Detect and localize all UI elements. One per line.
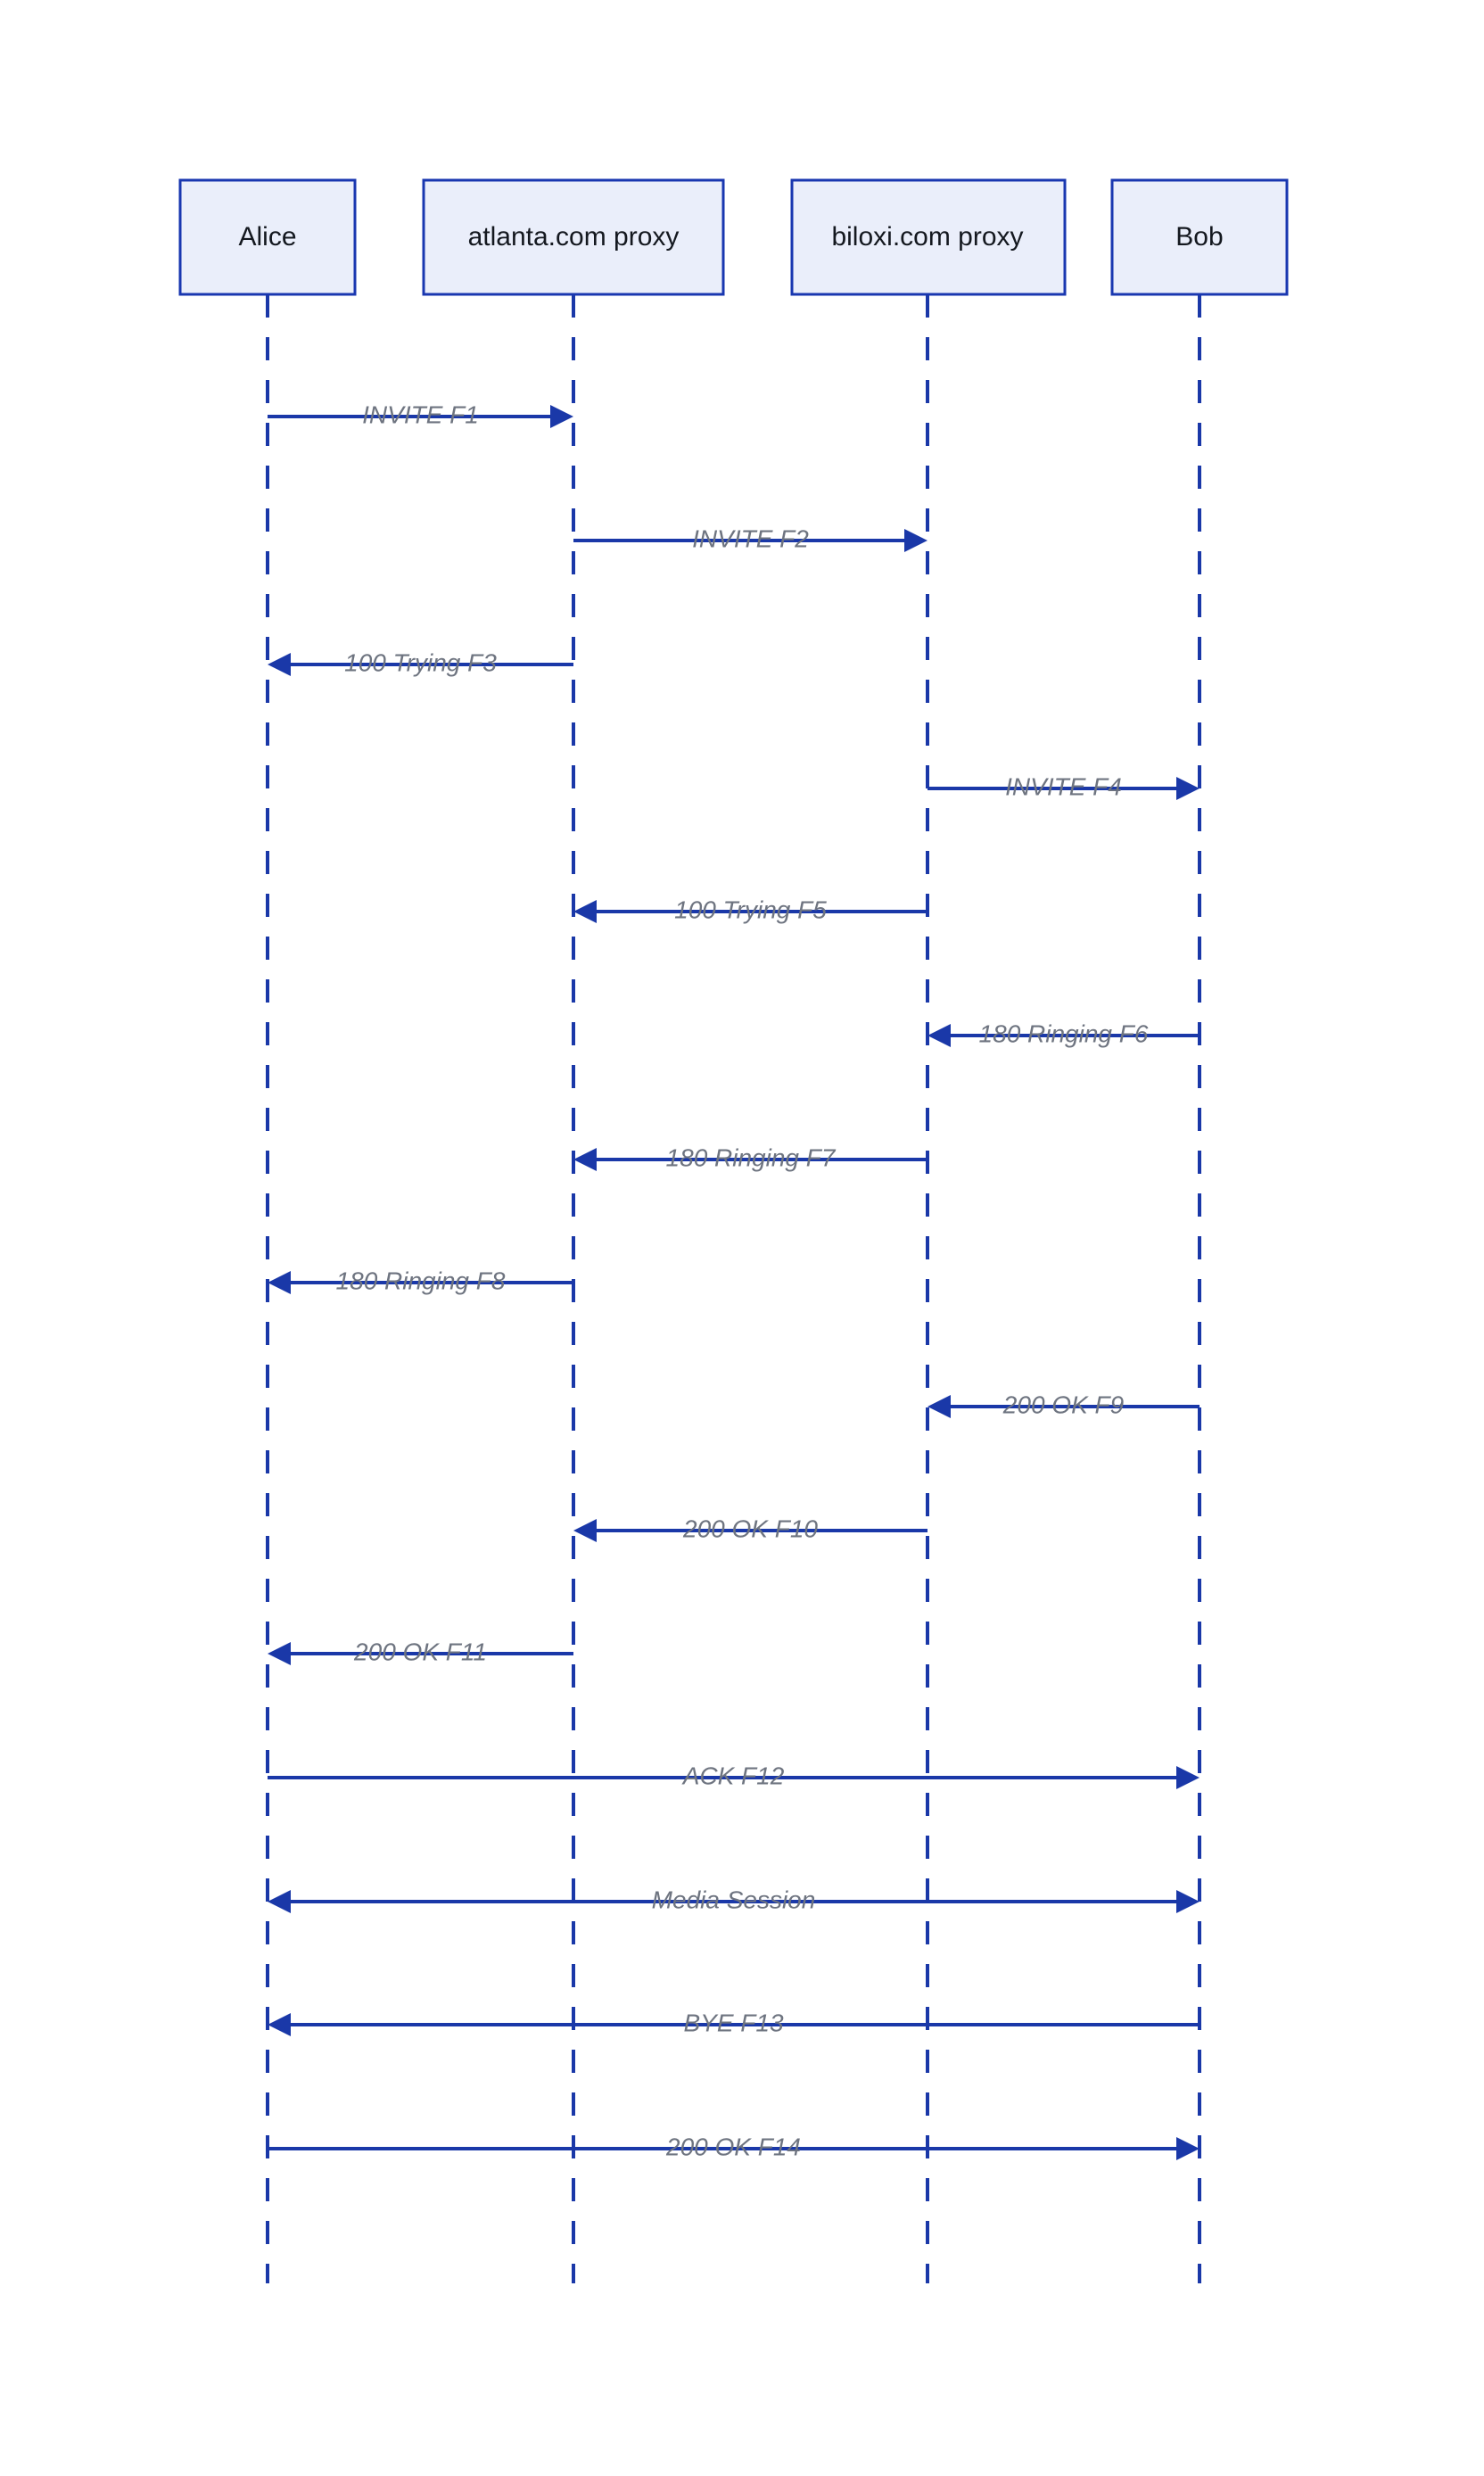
arrowhead-left-icon (573, 1519, 597, 1542)
arrowhead-left-icon (928, 1024, 951, 1047)
message-arrow: 180 Ringing F7 (573, 1143, 928, 1171)
message-label: Media Session (652, 1886, 816, 1913)
message-label: 180 Ringing F7 (666, 1143, 837, 1171)
message-label: 200 OK F14 (665, 2133, 801, 2160)
participant-atlanta[interactable]: atlanta.com proxy (422, 178, 725, 296)
message-label: INVITE F2 (692, 524, 809, 552)
arrowhead-left-icon (573, 900, 597, 923)
arrowhead-left-icon (268, 653, 291, 676)
message-arrow: INVITE F2 (573, 524, 928, 552)
participant-alice[interactable]: Alice (178, 178, 357, 296)
message-arrow: 100 Trying F3 (268, 648, 573, 676)
message-arrow: INVITE F4 (928, 772, 1200, 800)
message-label: BYE F13 (683, 2009, 783, 2036)
message-arrow: INVITE F1 (268, 400, 573, 428)
arrowhead-left-icon (268, 1271, 291, 1294)
arrowhead-left-icon (928, 1395, 951, 1418)
participant-biloxi[interactable]: biloxi.com proxy (790, 178, 1067, 296)
message-arrow: 180 Ringing F8 (268, 1267, 573, 1294)
arrowhead-right-icon (1176, 777, 1200, 800)
participant-bob[interactable]: Bob (1110, 178, 1289, 296)
participant-box[interactable] (1110, 178, 1289, 296)
message-label: 200 OK F11 (353, 1638, 487, 1665)
message-arrow: BYE F13 (268, 2009, 1200, 2036)
arrowhead-right-icon (904, 529, 928, 552)
message-label: ACK F12 (681, 1762, 785, 1789)
lifelines-group (266, 294, 1201, 2283)
arrowhead-right-icon (1176, 2137, 1200, 2160)
message-label: 200 OK F9 (1002, 1391, 1124, 1418)
message-arrow: ACK F12 (268, 1762, 1200, 1789)
message-arrow: 200 OK F9 (928, 1391, 1200, 1418)
message-label: 200 OK F10 (682, 1514, 818, 1542)
participant-label: Alice (238, 222, 296, 252)
message-label: 100 Trying F3 (344, 648, 497, 676)
participant-label: atlanta.com proxy (468, 222, 680, 252)
messages-group: INVITE F1 INVITE F2 100 Trying F3 INVITE F4… (268, 400, 1200, 2160)
message-label: INVITE F1 (362, 400, 479, 428)
message-arrow: 180 Ringing F6 (928, 1019, 1200, 1047)
arrowhead-right-icon (1176, 1766, 1200, 1789)
message-arrow: 200 OK F11 (268, 1638, 573, 1665)
participant-label: biloxi.com proxy (831, 222, 1023, 252)
participant-label: Bob (1175, 222, 1223, 252)
arrowhead-left-icon (573, 1148, 597, 1171)
arrowhead-left-icon (268, 1890, 291, 1913)
message-arrow: 200 OK F10 (573, 1514, 928, 1542)
arrowhead-right-icon (550, 405, 573, 428)
message-label: 100 Trying F5 (674, 895, 827, 923)
message-arrow: Media Session (268, 1886, 1200, 1913)
message-label: INVITE F4 (1005, 772, 1122, 800)
message-arrow: 200 OK F14 (268, 2133, 1200, 2160)
participant-box[interactable] (790, 178, 1067, 296)
participants-group: Alice atlanta.com proxy biloxi.com proxy Bo… (178, 178, 1289, 296)
arrowhead-right-icon (1176, 1890, 1200, 1913)
message-arrow: 100 Trying F5 (573, 895, 928, 923)
message-label: 180 Ringing F6 (979, 1019, 1149, 1047)
message-label: 180 Ringing F8 (336, 1267, 506, 1294)
arrowhead-left-icon (268, 2013, 291, 2036)
arrowhead-left-icon (268, 1642, 291, 1665)
participant-box[interactable] (178, 178, 357, 296)
participant-box[interactable] (422, 178, 725, 296)
